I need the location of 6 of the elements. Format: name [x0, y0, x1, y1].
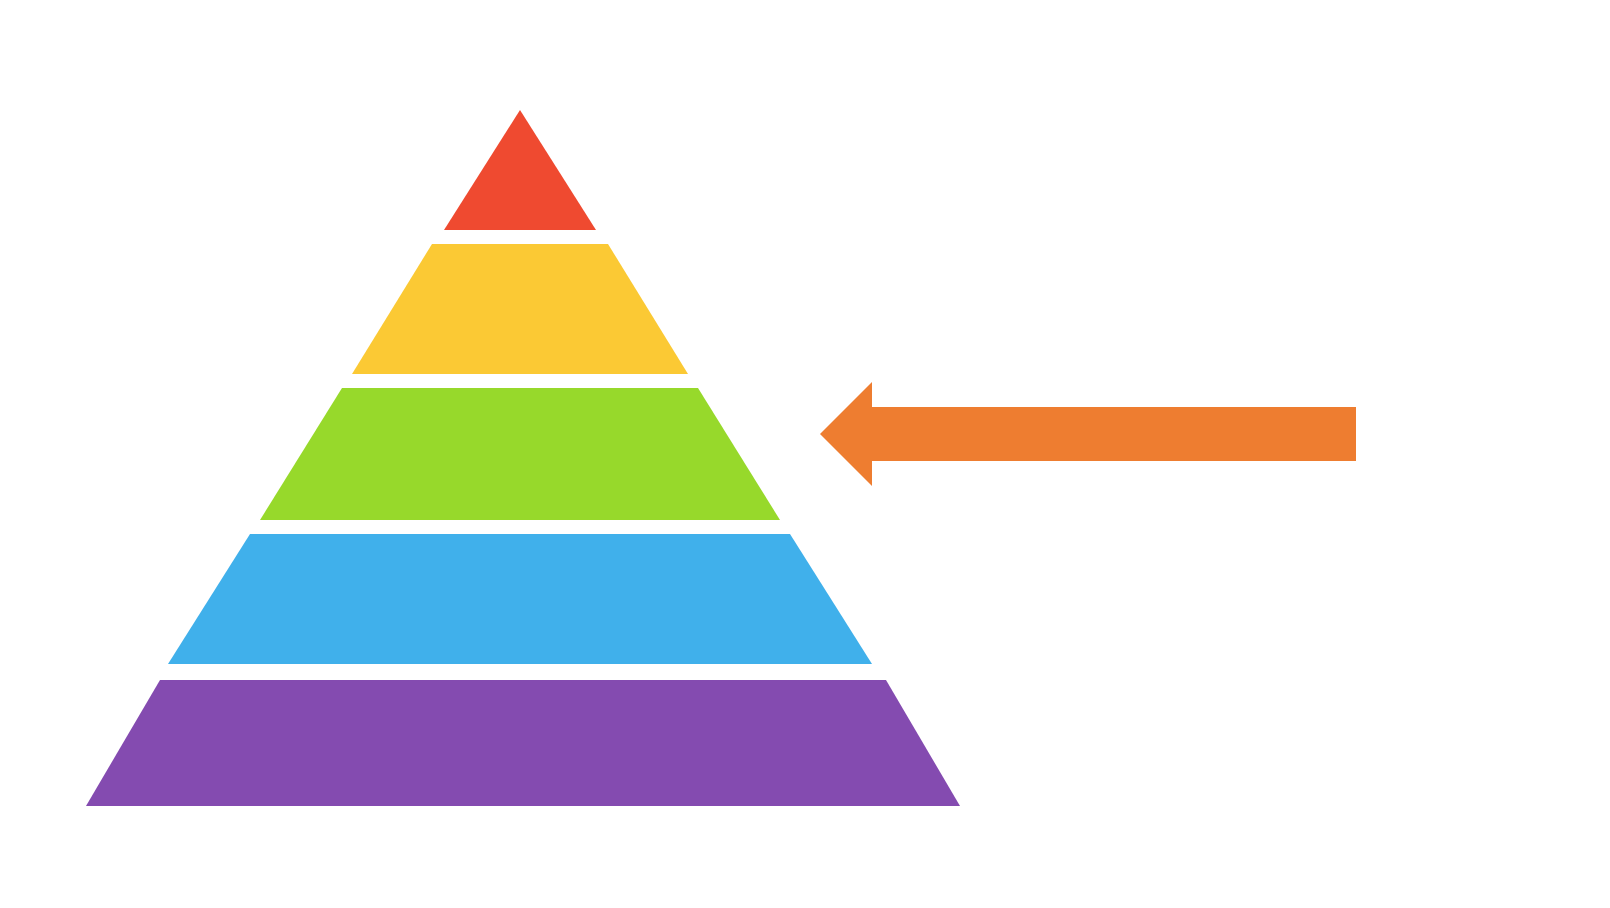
- arrow: [820, 382, 1356, 486]
- pyramid-tier: [86, 680, 960, 806]
- pyramid-apex: [444, 110, 596, 230]
- pyramid-tier: [168, 534, 872, 664]
- pyramid-tier: [260, 388, 780, 520]
- pyramid-tier: [352, 244, 688, 374]
